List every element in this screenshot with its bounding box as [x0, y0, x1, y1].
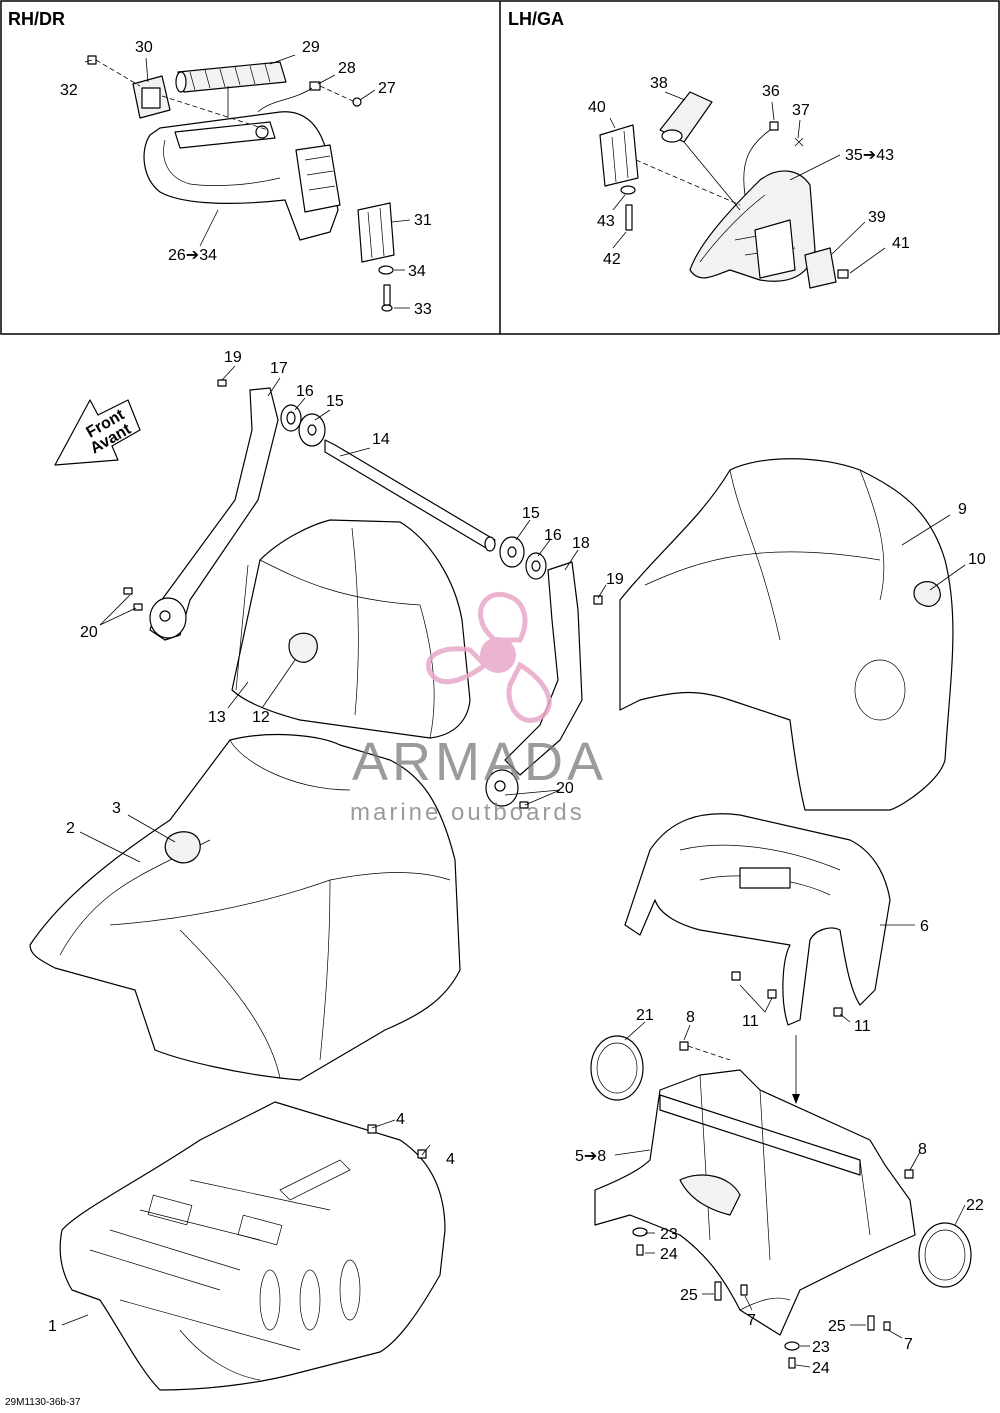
- callout-39: 39: [868, 209, 886, 226]
- main-seat-cover: [29, 733, 461, 1081]
- callout-19-right: 19: [606, 571, 624, 588]
- callout-11-left: 11: [742, 1013, 759, 1030]
- callout-7-left: 7: [747, 1312, 756, 1329]
- callout-8-right: 8: [918, 1141, 927, 1158]
- leader-lines: [61, 54, 966, 1368]
- callout-27: 27: [378, 80, 396, 97]
- callout-41: 41: [892, 235, 910, 252]
- callout-43: 43: [597, 213, 615, 230]
- callout-42: 42: [603, 251, 621, 268]
- rh-switch: [132, 75, 171, 119]
- callout-26-34: 26➔34: [168, 247, 217, 264]
- callout-24-left: 24: [660, 1246, 678, 1263]
- callout-38: 38: [650, 75, 668, 92]
- callout-23-right: 23: [812, 1339, 830, 1356]
- backrest-cushion: [231, 519, 471, 739]
- callout-16-left: 16: [296, 383, 314, 400]
- callout-labels: 32 30 29 28 27 31 26➔34 34 33 40 38 36 3…: [48, 39, 986, 1377]
- callout-12: 12: [252, 709, 270, 726]
- storage-cap-left: [590, 1035, 644, 1101]
- callout-37: 37: [792, 102, 810, 119]
- callout-22: 22: [966, 1197, 984, 1214]
- lh-bracket: [599, 124, 741, 231]
- callout-35-43: 35➔43: [845, 147, 894, 164]
- backrest-support-left: [123, 379, 279, 641]
- callout-9: 9: [958, 501, 967, 518]
- rh-handle-assembly: [143, 111, 341, 241]
- callout-18: 18: [572, 535, 590, 552]
- callout-31: 31: [414, 212, 432, 229]
- callout-24-right: 24: [812, 1360, 830, 1377]
- callout-16-right: 16: [544, 527, 562, 544]
- callout-34: 34: [408, 263, 426, 280]
- callout-23-left: 23: [660, 1226, 678, 1243]
- watermark-tagline: marine outboards: [350, 799, 585, 826]
- callout-4-right: 4: [446, 1151, 455, 1168]
- callout-3: 3: [112, 800, 121, 817]
- backrest-support-right: [485, 561, 603, 809]
- top-panels-frame: [0, 0, 1000, 335]
- lh-grip: [659, 91, 741, 211]
- callout-36: 36: [762, 83, 780, 100]
- callout-4-left: 4: [396, 1111, 405, 1128]
- armada-watermark: ARMADA marine outboards: [350, 592, 607, 826]
- backrest-rod: [324, 439, 496, 552]
- lh-switch: [743, 121, 849, 289]
- propeller-logo-icon: [425, 592, 552, 723]
- spacer-washers: [280, 404, 547, 580]
- watermark-brand-name: ARMADA: [352, 732, 607, 792]
- callout-6: 6: [920, 918, 929, 935]
- callout-5-8: 5➔8: [575, 1148, 606, 1165]
- seat-support-frame: [624, 813, 891, 1104]
- panel-title-right-hand: RH/DR: [8, 9, 65, 29]
- callout-10: 10: [968, 551, 986, 568]
- callout-15-left: 15: [326, 393, 344, 410]
- callout-13: 13: [208, 709, 226, 726]
- storage-cap-right: [918, 1222, 972, 1288]
- callout-20-left: 20: [80, 624, 98, 641]
- callout-30: 30: [135, 39, 153, 56]
- callout-2: 2: [66, 820, 75, 837]
- callout-20-right: 20: [556, 780, 574, 797]
- callout-25-left: 25: [680, 1287, 698, 1304]
- callout-11-right: 11: [854, 1018, 871, 1035]
- callout-1: 1: [48, 1318, 57, 1335]
- callout-14: 14: [372, 431, 390, 448]
- panel-title-left-hand: LH/GA: [508, 9, 564, 29]
- front-direction-arrow: Front Avant: [54, 399, 141, 466]
- callout-29: 29: [302, 39, 320, 56]
- callout-33: 33: [414, 301, 432, 318]
- rh-grip: [175, 61, 287, 93]
- callout-32: 32: [60, 82, 78, 99]
- seat-base: [59, 1101, 446, 1391]
- callout-8-top: 8: [686, 1009, 695, 1026]
- callout-7-right: 7: [904, 1336, 913, 1353]
- storage-bin-frame: [594, 1041, 916, 1369]
- callout-40: 40: [588, 99, 606, 116]
- callout-15-right: 15: [522, 505, 540, 522]
- rh-bracket: [357, 202, 395, 312]
- rear-seat-cover: [619, 458, 954, 811]
- callout-25-right: 25: [828, 1318, 846, 1335]
- document-code: 29M1130-36b-37: [5, 1397, 81, 1408]
- callout-17: 17: [270, 360, 288, 377]
- callout-21: 21: [636, 1007, 654, 1024]
- callout-28: 28: [338, 60, 356, 77]
- lh-handle-assembly: [689, 170, 816, 282]
- callout-19-left: 19: [224, 349, 242, 366]
